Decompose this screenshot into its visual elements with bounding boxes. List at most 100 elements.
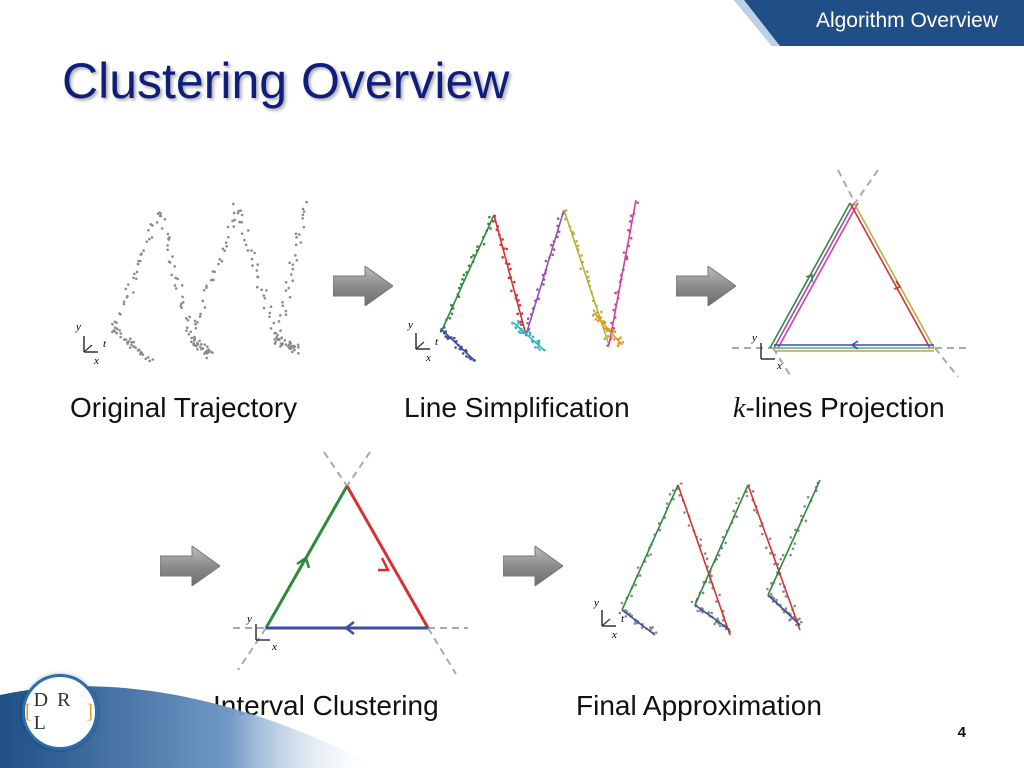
trajectory-point bbox=[619, 336, 622, 340]
trajectory-point bbox=[198, 339, 201, 343]
trajectory-point bbox=[782, 590, 785, 593]
trajectory-point bbox=[450, 312, 454, 316]
trajectory-point bbox=[231, 219, 234, 223]
trajectory-point bbox=[193, 319, 197, 323]
trajectory-point bbox=[625, 257, 629, 261]
trajectory-point bbox=[199, 312, 202, 316]
trajectory-point bbox=[132, 340, 136, 344]
trajectory-point bbox=[470, 255, 473, 259]
trajectory-point bbox=[295, 236, 298, 239]
trajectory-point bbox=[457, 295, 461, 299]
trajectory-point bbox=[768, 537, 772, 541]
trajectory-point bbox=[278, 314, 282, 317]
trajectory-point bbox=[296, 343, 300, 347]
trajectory-point bbox=[766, 587, 769, 591]
trajectory-point bbox=[605, 329, 609, 333]
trajectory-point bbox=[775, 598, 778, 602]
trajectory-point bbox=[171, 255, 174, 258]
fig-interval-clustering: y x bbox=[233, 451, 468, 675]
trajectory-point bbox=[517, 322, 520, 325]
trajectory-point bbox=[753, 508, 756, 512]
final-points bbox=[618, 481, 820, 635]
logo-bracket-right: ] bbox=[86, 700, 95, 723]
trajectory-point bbox=[212, 278, 215, 282]
trajectory-point bbox=[592, 309, 596, 312]
trajectory-point bbox=[701, 591, 705, 595]
trajectory-point bbox=[288, 295, 292, 299]
trajectory-point bbox=[800, 514, 803, 518]
trajectory-point bbox=[284, 313, 288, 317]
arrow-right-icon bbox=[333, 266, 393, 306]
trajectory-point bbox=[122, 300, 126, 303]
trajectory-point bbox=[624, 615, 628, 618]
trajectory-point bbox=[789, 553, 792, 557]
axis-y: y bbox=[593, 597, 599, 609]
trajectory-point bbox=[233, 218, 237, 222]
trajectory-point bbox=[256, 263, 259, 266]
fig-original-trajectory: y t x bbox=[75, 200, 308, 367]
trajectory-point bbox=[613, 330, 617, 334]
trajectory-point bbox=[476, 245, 479, 248]
trajectory-point bbox=[148, 359, 151, 363]
trajectory-point bbox=[770, 592, 773, 596]
simplified-points bbox=[439, 201, 640, 362]
trajectory-point bbox=[297, 233, 301, 236]
trajectory-point bbox=[461, 352, 465, 355]
trajectory-point bbox=[683, 511, 686, 514]
trajectory-segment bbox=[563, 209, 610, 346]
arrow-right-icon bbox=[676, 266, 736, 306]
axis-t: t bbox=[621, 613, 625, 625]
trajectory-point bbox=[550, 243, 553, 247]
trajectory-point bbox=[467, 264, 471, 268]
trajectory-point bbox=[707, 611, 711, 614]
trajectory-point bbox=[636, 566, 640, 569]
trajectory-point bbox=[287, 343, 291, 346]
trajectory-point bbox=[616, 344, 620, 348]
trajectory-point bbox=[132, 276, 135, 280]
trajectory-point bbox=[226, 225, 230, 229]
trajectory-point bbox=[507, 276, 511, 280]
trajectory-point bbox=[166, 248, 170, 252]
trajectory-point bbox=[288, 340, 292, 344]
trajectory-point bbox=[501, 238, 504, 241]
trajectory-point bbox=[246, 249, 250, 252]
trajectory-point bbox=[274, 331, 278, 335]
trajectory-point bbox=[237, 209, 240, 213]
trajectory-point bbox=[628, 220, 632, 223]
trajectory-point bbox=[542, 283, 545, 286]
trajectory-point bbox=[135, 270, 139, 274]
trajectory-point bbox=[505, 247, 509, 251]
trajectory-point bbox=[536, 288, 539, 291]
trajectory-point bbox=[291, 263, 295, 266]
trajectory-point bbox=[159, 212, 162, 215]
trajectory-point bbox=[132, 291, 135, 294]
trajectory-segment bbox=[694, 604, 731, 631]
trajectory-point bbox=[193, 338, 196, 342]
trajectory-point bbox=[646, 554, 650, 558]
trajectory-point bbox=[115, 331, 118, 335]
trajectory-point bbox=[133, 272, 136, 276]
drl-logo: [D R L] bbox=[22, 674, 98, 750]
trajectory-point bbox=[784, 607, 788, 610]
trajectory-point bbox=[118, 312, 121, 315]
trajectory-point bbox=[636, 201, 640, 204]
axis-y: y bbox=[407, 319, 413, 331]
trajectory-point bbox=[291, 279, 295, 282]
trajectory-segment bbox=[593, 312, 623, 346]
caption-line-simplification: Line Simplification bbox=[404, 392, 630, 423]
trajectory-point bbox=[130, 340, 133, 344]
trajectory-point bbox=[111, 330, 114, 334]
trajectory-point bbox=[218, 258, 222, 261]
trajectory-point bbox=[221, 247, 225, 251]
trajectory-point bbox=[552, 248, 556, 251]
trajectory-point bbox=[519, 320, 522, 324]
trajectory-point bbox=[614, 291, 617, 295]
trajectory-point bbox=[118, 329, 122, 332]
trajectory-point bbox=[791, 547, 795, 551]
trajectory-point bbox=[301, 213, 305, 217]
trajectory-point bbox=[594, 318, 598, 321]
section-label: Algorithm Overview bbox=[815, 9, 998, 32]
trajectory-point bbox=[705, 557, 709, 561]
trajectory-point bbox=[111, 322, 114, 326]
trajectory-point bbox=[492, 220, 495, 223]
